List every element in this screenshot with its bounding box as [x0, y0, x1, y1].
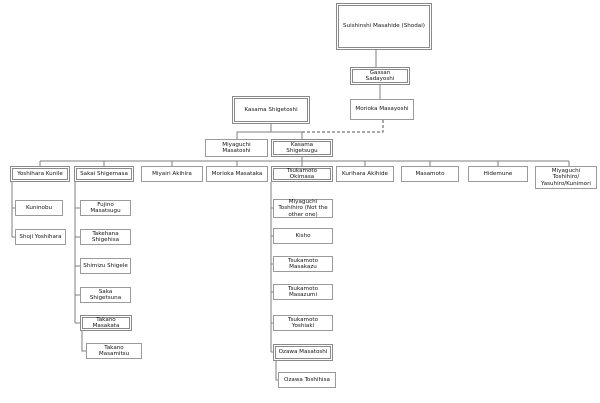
node-miyairi-akihira: Miyairi Akihira	[141, 166, 203, 182]
connector-sakai-children	[74, 182, 80, 324]
node-takano-masakata: Takano Masakata	[80, 315, 132, 331]
connector-takano-child	[81, 331, 86, 352]
node-tsukamoto-masakazu: Tsukamoto Masakazu	[273, 256, 333, 272]
node-kasama-shigetsugu: Kasama Shigetsugu	[271, 139, 333, 157]
node-kisho: Kisho	[273, 228, 333, 244]
node-yoshihara-kunile: Yoshihara Kunile	[10, 166, 70, 182]
node-ozawa-toshihisa: Ozawa Toshihisa	[278, 372, 336, 388]
node-saka-shigetsuna: Saka Shigetsuna	[80, 287, 131, 303]
node-shoji-yoshihara: Shoji Yoshihara	[15, 229, 66, 245]
node-suishinshi-masahide: Suishinshi Masahide (Shodai)	[336, 3, 432, 50]
node-morioka-masayoshi: Morioka Masayoshi	[350, 99, 414, 120]
node-kuninobu: Kuninobu	[15, 200, 63, 216]
node-gassan-sadayoshi: Gassan Sadayoshi	[350, 67, 410, 85]
node-miyaguchi-masatoshi: Miyaguchi Masatoshi	[205, 139, 268, 157]
node-takehana-shigehisa: Takehana Shigehisa	[80, 229, 131, 245]
node-kurihara-akihide: Kurihara Akihide	[336, 166, 394, 182]
node-sakai-shigemasa: Sakai Shigemasa	[74, 166, 134, 182]
node-morioka-masataka: Morioka Masataka	[206, 166, 268, 182]
dashed-connector-morioka-shigetsugu	[302, 120, 384, 133]
connector-shigetsugu-row	[39, 157, 570, 166]
connector-shigetoshi-children	[236, 124, 303, 139]
node-shimizu-shigele: Shimizu Shigele	[80, 258, 131, 274]
node-kasama-shigetoshi: Kasama Shigetoshi	[232, 96, 310, 124]
node-tsukamoto-okimasa: Tsukamoto Okimasa	[271, 166, 333, 182]
node-fujino-masatsugu: Fujino Masatsugu	[80, 200, 131, 216]
node-tsukamoto-masazumi: Tsukamoto Masazumi	[273, 284, 333, 300]
node-miyaguchi-toshihiro-not-the-other-one: Miyaguchi Toshihiro (Not the other one)	[273, 199, 333, 218]
node-tsukamoto-yoshiaki: Tsukamoto Yoshiaki	[273, 315, 333, 331]
node-takano-masamitsu: Takano Masamitsu	[86, 343, 142, 359]
node-ozawa-masatoshi: Ozawa Masatoshi	[273, 344, 333, 361]
node-masamoto: Masamoto	[401, 166, 459, 182]
node-miyaguchi-toshihiro-yasuhiro-kunimori: Miyaguchi Toshihiro/ Yasuhiro/Kunimori	[535, 166, 597, 189]
connector-ozawa-child	[275, 361, 278, 381]
node-hidemune: Hidemune	[468, 166, 528, 182]
connector-tsukamoto-children	[270, 182, 273, 353]
connector-yoshihara-children	[11, 182, 15, 238]
